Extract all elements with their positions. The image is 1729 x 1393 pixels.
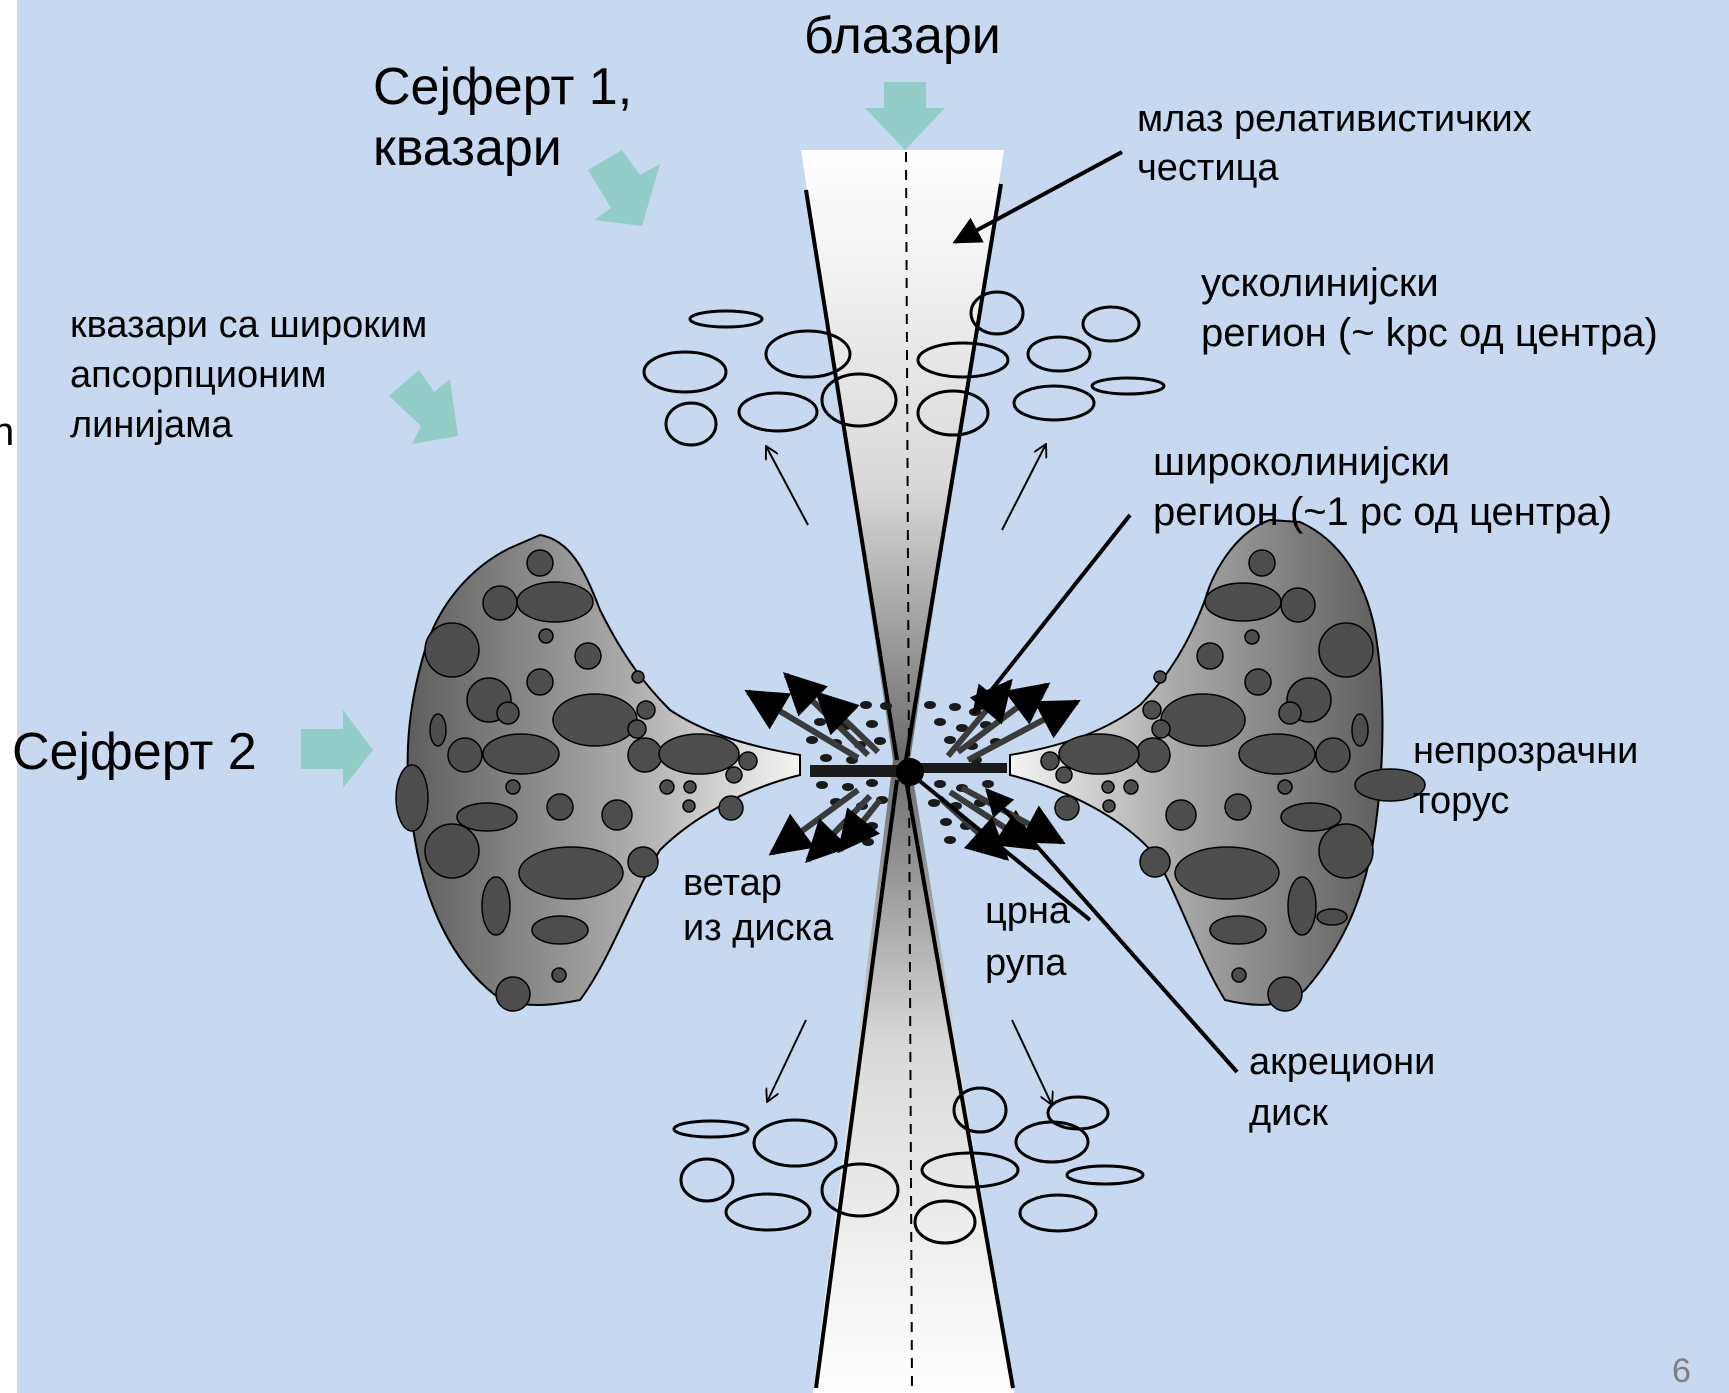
label-wind-line1: ветар [683, 860, 782, 906]
bal-quasar-view-arrow [389, 370, 458, 444]
label-black-hole-line2: рупа [985, 940, 1066, 986]
label-black-hole-line1: црна [985, 888, 1070, 934]
label-seyfert1-line2: квазари [373, 118, 562, 178]
seyfert2-view-arrow [301, 710, 373, 788]
label-nlr-line1: усколинијски [1201, 258, 1439, 308]
label-blr-line1: широколинијски [1153, 437, 1450, 487]
label-jet-line1: млаз релативистичких [1137, 96, 1532, 142]
label-torus-line1: непрозрачни [1413, 728, 1638, 774]
label-nlr-line2: регион (~ kpc од центра) [1201, 308, 1658, 358]
blr-pointer [974, 515, 1130, 712]
jet-upper [801, 150, 1004, 760]
label-jet-line2: честица [1137, 145, 1278, 191]
seyfert1-view-arrow [588, 150, 660, 226]
label-bal-line2: апсорпционим [70, 352, 326, 398]
label-disk-line1: акрециони [1249, 1039, 1435, 1085]
label-seyfert1-line1: Сејферт 1, [373, 57, 632, 117]
cropped-edge-text: n [0, 410, 14, 455]
label-bal-line3: линијама [70, 402, 232, 448]
label-disk-line2: диск [1249, 1090, 1328, 1136]
label-blazars: блазари [804, 6, 1001, 66]
label-torus-line2: торус [1413, 778, 1509, 824]
label-seyfert2: Сејферт 2 [12, 722, 257, 782]
blazar-view-arrow [865, 82, 945, 150]
label-wind-line2: из диска [683, 905, 833, 951]
page-number: 6 [1672, 1352, 1691, 1391]
label-bal-line1: квазари са широким [70, 302, 427, 348]
torus-right [1010, 520, 1425, 1011]
jet-lower [813, 760, 1014, 1393]
label-blr-line2: регион (~1 pc од центра) [1153, 487, 1612, 537]
